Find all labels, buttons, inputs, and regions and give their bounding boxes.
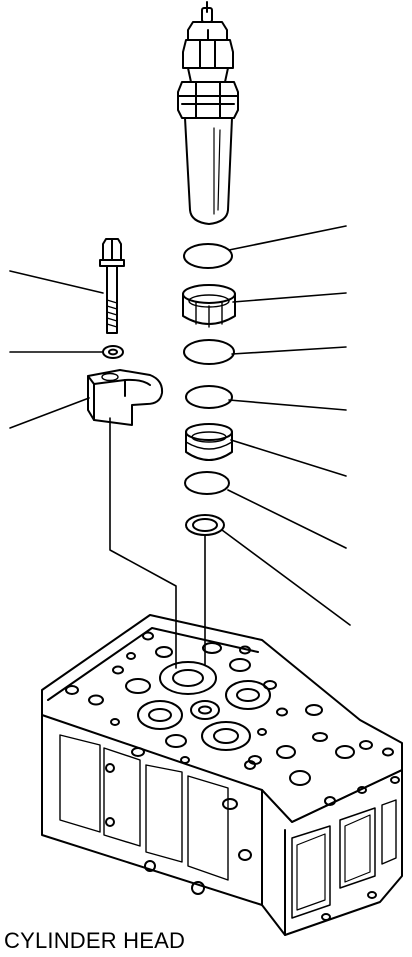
injector-clamp [87, 369, 164, 426]
middle-o-ring [183, 339, 235, 365]
injector-nozzle [177, 1, 239, 225]
lower-o-ring-2 [184, 471, 230, 495]
diagram-caption: CYLINDER HEAD [4, 928, 186, 953]
leader-lines [9, 225, 351, 626]
upper-o-ring [183, 243, 233, 269]
washer [102, 345, 124, 359]
cylinder-head [41, 614, 403, 936]
lower-sleeve [185, 423, 233, 461]
assembly-guide-lines [109, 417, 206, 669]
injector-sleeve [182, 284, 236, 328]
mounting-bolt [99, 238, 125, 334]
lower-o-ring-1 [185, 385, 233, 409]
seat-gasket [185, 514, 225, 536]
